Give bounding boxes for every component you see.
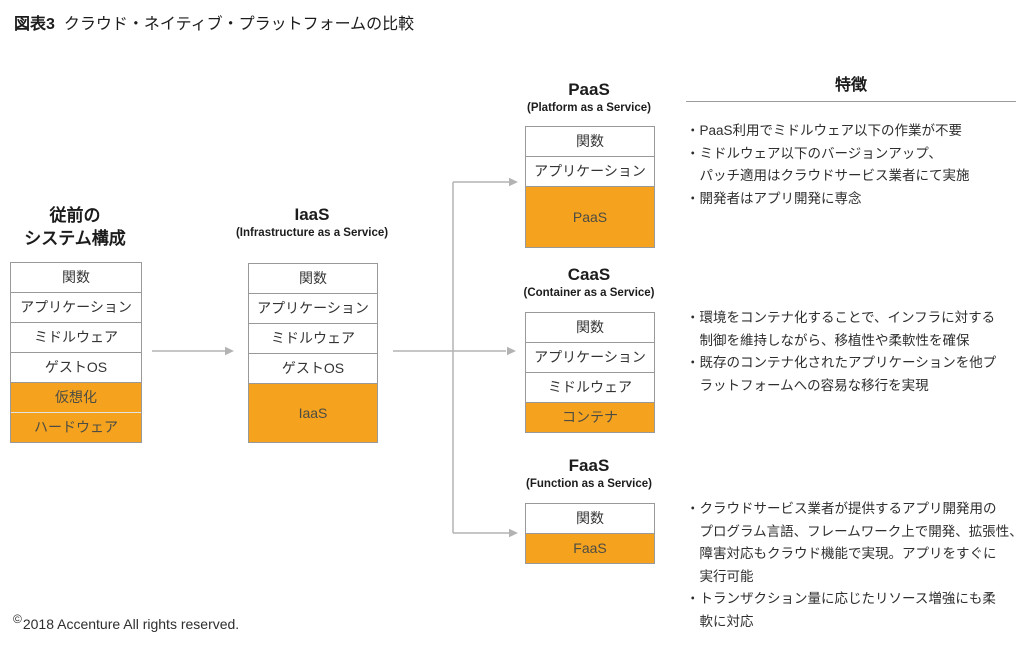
- legacy-stack: 関数 アプリケーション ミドルウェア ゲストOS 仮想化 ハードウェア: [10, 262, 142, 443]
- paas-stack: 関数 アプリケーション PaaS: [525, 126, 655, 248]
- features-underline: [686, 101, 1016, 102]
- iaas-subtitle: (Infrastructure as a Service): [235, 227, 389, 239]
- features-faas: ・クラウドサービス業者が提供するアプリ開発用の プログラム言語、フレームワーク上…: [686, 501, 1023, 629]
- stack-row: ミドルウェア: [11, 322, 141, 352]
- stack-row: ゲストOS: [249, 353, 377, 383]
- faas-subtitle: (Function as a Service): [526, 478, 652, 490]
- stack-row-highlighted: ハードウェア: [11, 412, 141, 442]
- stack-row: ミドルウェア: [526, 372, 654, 402]
- faas-stack: 関数 FaaS: [525, 503, 655, 564]
- figure-title: 図表3 クラウド・ネイティブ・プラットフォームの比較: [14, 10, 414, 34]
- iaas-stack: 関数 アプリケーション ミドルウェア ゲストOS IaaS: [248, 263, 378, 443]
- iaas-title: IaaS: [294, 205, 330, 224]
- arrowhead-iaas-icon: [225, 346, 234, 356]
- stack-row: 関数: [576, 319, 604, 335]
- legacy-header-text: 従前の システム構成: [24, 206, 126, 248]
- features-caas: ・環境をコンテナ化することで、インフラに対する 制御を維持しながら、移植性や柔軟…: [686, 310, 997, 393]
- legacy-column-header: 従前の システム構成: [0, 204, 150, 250]
- arrowhead-caas-icon: [507, 346, 516, 356]
- stack-row: ゲストOS: [11, 352, 141, 382]
- caas-column-header: CaaS (Container as a Service): [489, 265, 689, 300]
- stack-row-highlighted: IaaS: [249, 383, 377, 442]
- copyright-symbol: ©: [13, 612, 22, 626]
- caas-stack: 関数 アプリケーション ミドルウェア コンテナ: [525, 312, 655, 433]
- figure-title-text: クラウド・ネイティブ・プラットフォームの比較: [63, 16, 415, 33]
- stack-row: アプリケーション: [526, 342, 654, 372]
- stack-row: 関数: [576, 510, 604, 526]
- stack-row-highlighted: FaaS: [526, 533, 654, 563]
- figure-number: 図表3: [14, 16, 55, 33]
- paas-subtitle: (Platform as a Service): [526, 102, 651, 114]
- iaas-column-header: IaaS (Infrastructure as a Service): [212, 205, 412, 240]
- features-paas: ・PaaS利用でミドルウェア以下の作業が不要 ・ミドルウェア以下のバージョンアッ…: [686, 123, 970, 206]
- stack-row: アプリケーション: [249, 293, 377, 323]
- stack-row: アプリケーション: [526, 156, 654, 186]
- arrowhead-faas-icon: [509, 528, 518, 538]
- stack-row-highlighted: コンテナ: [526, 402, 654, 432]
- copyright-text: 2018 Accenture All rights reserved.: [22, 616, 240, 632]
- stack-row: 関数: [62, 269, 90, 285]
- caas-title: CaaS: [567, 265, 611, 284]
- paas-column-header: PaaS (Platform as a Service): [489, 80, 689, 115]
- features-header: 特徴: [834, 77, 867, 94]
- faas-title: FaaS: [568, 456, 610, 475]
- stack-row-highlighted: 仮想化: [11, 382, 141, 412]
- stack-row-highlighted: PaaS: [526, 186, 654, 247]
- paas-title: PaaS: [568, 80, 610, 99]
- caas-subtitle: (Container as a Service): [523, 287, 655, 299]
- stack-row: ミドルウェア: [249, 323, 377, 353]
- faas-column-header: FaaS (Function as a Service): [489, 456, 689, 491]
- arrowhead-paas-icon: [509, 177, 518, 187]
- stack-row: 関数: [299, 270, 327, 286]
- copyright-notice: ©2018 Accenture All rights reserved.: [13, 612, 239, 632]
- stack-row: 関数: [576, 133, 604, 149]
- stack-row: アプリケーション: [11, 292, 141, 322]
